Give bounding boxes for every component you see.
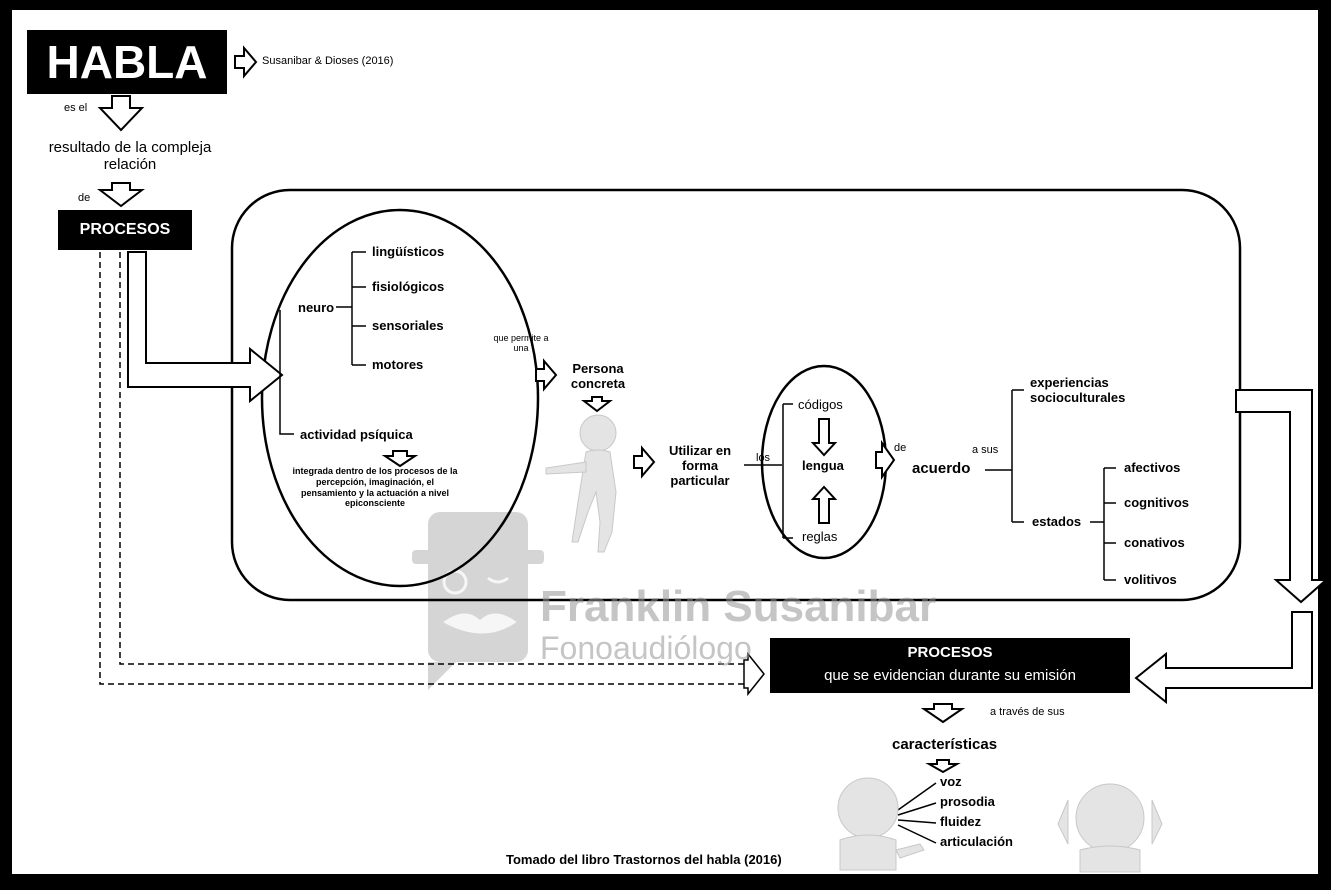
procesos-bottom-title: PROCESOS	[770, 643, 1130, 663]
watermark-sub: Fonoaudiólogo	[540, 630, 752, 666]
link-a-sus: a sus	[972, 444, 999, 456]
resultado-label: resultado de la compleja relación	[48, 139, 212, 174]
caracteristicas-label: características	[892, 736, 998, 753]
actividad-label: actividad psíquica	[300, 427, 413, 442]
neuro-item: motores	[372, 357, 424, 372]
reglas-label: reglas	[802, 529, 838, 544]
link-de: de	[78, 192, 91, 204]
actividad-desc: integrada dentro de los procesos de la p…	[292, 466, 458, 509]
persona-figure	[545, 414, 617, 553]
estados-item: volitivos	[1124, 572, 1177, 587]
link-que-permite: que permite a una	[493, 333, 549, 354]
link-de-2: de	[894, 442, 907, 454]
experiencias-label: experiencias socioculturales	[1030, 375, 1126, 405]
dashed-connectors	[99, 252, 744, 685]
procesos-bottom-subtitle: que se evidencian durante su emisión	[770, 665, 1130, 687]
utilizar-label: Utilizar en forma particular	[668, 443, 732, 488]
hollow-arrows	[97, 45, 1329, 774]
estados-item: afectivos	[1124, 460, 1181, 475]
caracteristica-item: voz	[940, 774, 962, 789]
caracteristica-item: fluidez	[940, 814, 982, 829]
listener-figure	[1057, 783, 1163, 873]
caracteristica-item: prosodia	[940, 794, 995, 809]
reference-label: Susanibar & Dioses (2016)	[262, 55, 394, 67]
footer-citation: Tomado del libro Trastornos del habla (2…	[506, 852, 782, 867]
link-es-el: es el	[64, 102, 88, 114]
sheet	[12, 10, 1318, 874]
lengua-label: lengua	[802, 458, 844, 473]
procesos-top-label: PROCESOS	[58, 210, 192, 250]
page-title: HABLA	[27, 34, 227, 90]
estados-item: conativos	[1124, 535, 1185, 550]
dashed-arrowhead	[743, 651, 765, 697]
neuro-item: sensoriales	[372, 318, 444, 333]
codigos-label: códigos	[798, 397, 843, 412]
neuro-item: lingüísticos	[372, 244, 445, 259]
acuerdo-label: acuerdo	[912, 460, 971, 477]
neuro-ellipse	[260, 208, 540, 588]
persona-label: Persona concreta	[570, 361, 626, 391]
caracteristica-item: articulación	[940, 834, 1013, 849]
link-los: los	[756, 452, 771, 464]
neuro-label: neuro	[298, 300, 335, 315]
speaker-figure	[837, 777, 925, 871]
estados-label: estados	[1032, 514, 1082, 529]
watermark-name: Franklin Susanibar	[540, 582, 937, 631]
link-a-traves: a través de sus	[990, 706, 1065, 718]
neuro-item: fisiológicos	[372, 279, 445, 294]
estados-item: cognitivos	[1124, 495, 1190, 510]
brackets	[279, 251, 1116, 844]
